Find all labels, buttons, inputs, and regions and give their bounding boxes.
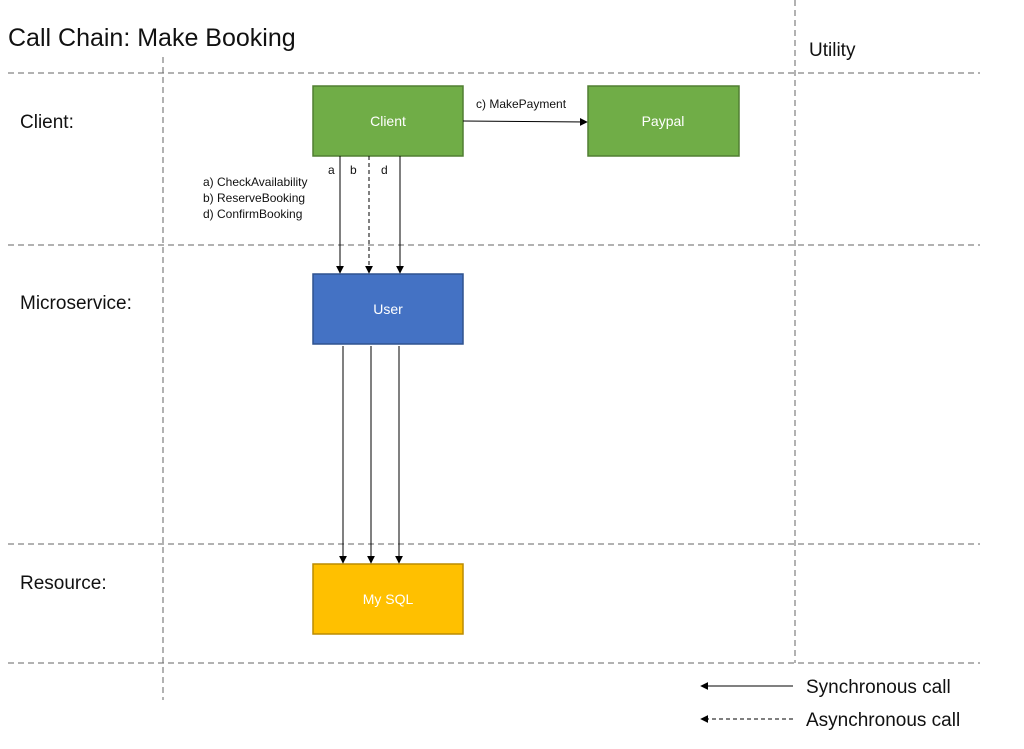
node-mysql[interactable]: My SQL [312, 563, 464, 635]
lane-label-resource: Resource: [20, 573, 107, 594]
call-label-confirm-booking: d) ConfirmBooking [203, 207, 302, 221]
lane-label-client: Client: [20, 112, 74, 133]
arrow-make-payment [462, 117, 588, 126]
node-mysql-label: My SQL [363, 591, 414, 607]
node-paypal[interactable]: Paypal [587, 85, 740, 157]
call-tag-b: b [350, 163, 357, 177]
call-label-make-payment: c) MakePayment [476, 97, 567, 111]
call-label-reserve-booking: b) ReserveBooking [203, 191, 305, 205]
node-client-label: Client [370, 113, 406, 129]
node-user-label: User [373, 301, 403, 317]
node-user[interactable]: User [312, 273, 464, 345]
column-label-utility: Utility [809, 40, 856, 61]
node-paypal-label: Paypal [642, 113, 685, 129]
legend-synchronous-label: Synchronous call [806, 677, 951, 698]
node-client[interactable]: Client [312, 85, 464, 157]
call-label-check-availability: a) CheckAvailability [203, 175, 308, 189]
call-tag-d: d [381, 163, 388, 177]
page-title: Call Chain: Make Booking [8, 24, 296, 52]
legend-asynchronous-label: Asynchronous call [806, 710, 960, 731]
call-tag-a: a [328, 163, 335, 177]
lane-label-microservice: Microservice: [20, 293, 132, 314]
